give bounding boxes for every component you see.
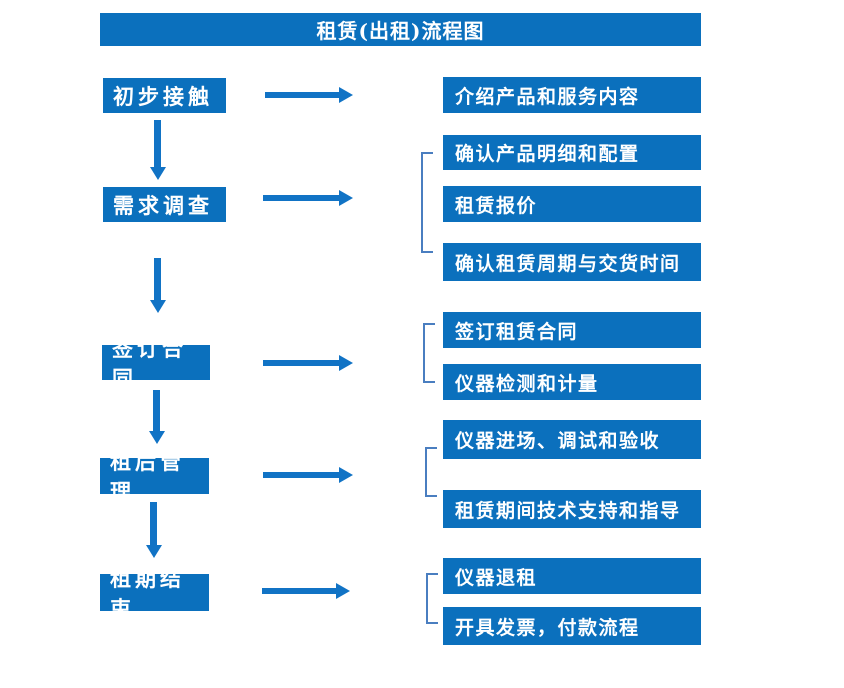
flowchart-title: 租赁(出租)流程图 [100,13,701,46]
output-technical-support: 租赁期间技术支持和指导 [443,490,701,528]
group-bracket-sign-contract [423,323,435,383]
output-introduce-products: 介绍产品和服务内容 [443,77,701,113]
output-confirm-product-details: 确认产品明细和配置 [443,135,701,170]
step-post-rental-management: 租后管理 [100,449,209,504]
step-initial-contact: 初步接触 [103,78,226,113]
group-bracket-lease-end [426,573,438,624]
output-instrument-setup-acceptance: 仪器进场、调试和验收 [443,420,701,459]
step-demand-survey: 需求调查 [103,187,226,222]
output-sign-rental-contract: 签订租赁合同 [443,312,701,348]
output-instrument-testing: 仪器检测和计量 [443,364,701,400]
output-confirm-rental-period: 确认租赁周期与交货时间 [443,243,701,281]
output-invoice-payment: 开具发票，付款流程 [443,607,701,645]
step-sign-contract: 签订合同 [102,336,210,391]
group-bracket-demand-survey [421,152,433,253]
output-rental-quotation: 租赁报价 [443,186,701,222]
output-instrument-return: 仪器退租 [443,558,701,594]
step-lease-end: 租期结束 [100,566,209,621]
group-bracket-post-rental [425,447,437,497]
